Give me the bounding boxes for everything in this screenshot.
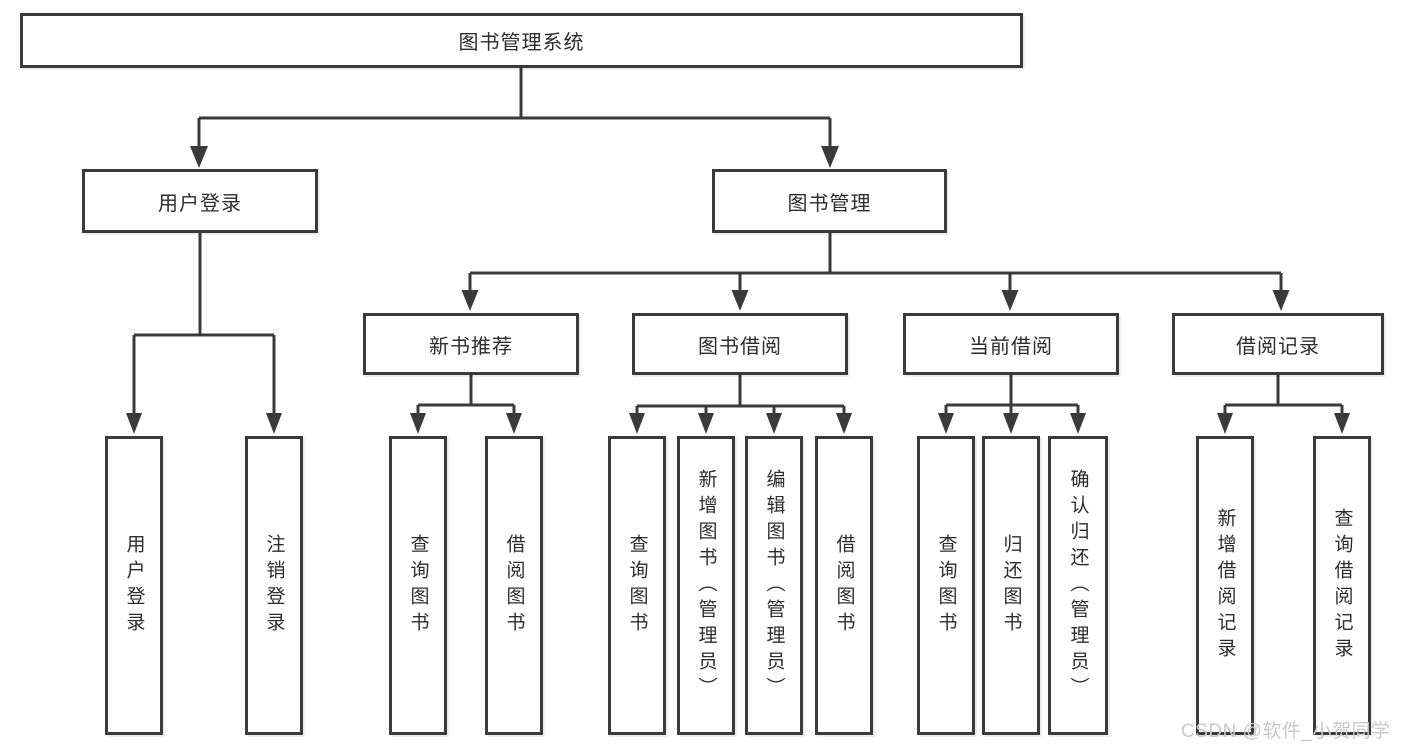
arrow-down-icon xyxy=(698,413,714,434)
leaf-label: 查询借阅记录 xyxy=(1331,507,1353,664)
leaf-label: 注销登录 xyxy=(263,533,285,638)
arrow-down-icon xyxy=(126,413,142,434)
node-label: 新书推荐 xyxy=(429,335,513,358)
arrow-down-icon xyxy=(1070,413,1086,434)
leaf-bb-borrow-books: 借阅图书 xyxy=(815,436,873,735)
arrow-down-icon xyxy=(1334,413,1350,434)
node-label: 图书管理 xyxy=(787,192,872,215)
leaf-cb-confirm-return-admin: 确认归还（管理员） xyxy=(1048,436,1108,735)
node-user-login: 用户登录 xyxy=(82,169,318,233)
arrow-down-icon xyxy=(1001,290,1019,311)
node-new-book-recommendation: 新书推荐 xyxy=(363,313,579,375)
leaf-logout: 注销登录 xyxy=(245,436,303,735)
node-label: 图书管理系统 xyxy=(458,32,585,54)
node-label: 用户登录 xyxy=(158,192,242,215)
leaf-label: 新增图书（管理员） xyxy=(695,468,717,703)
node-label: 图书借阅 xyxy=(698,335,782,358)
arrow-down-icon xyxy=(731,290,749,311)
leaf-br-query-record: 查询借阅记录 xyxy=(1313,436,1371,735)
arrow-down-icon xyxy=(1003,413,1019,434)
arrow-down-icon xyxy=(938,413,954,434)
csdn-watermark: CSDN @软件_小贺同学 xyxy=(1181,721,1391,742)
node-borrowing-records: 借阅记录 xyxy=(1172,313,1384,375)
leaf-bb-edit-books-admin: 编辑图书（管理员） xyxy=(745,436,803,735)
leaf-label: 新增借阅记录 xyxy=(1214,507,1236,664)
leaf-nbr-query-books: 查询图书 xyxy=(389,436,447,735)
arrow-down-icon xyxy=(629,413,645,434)
leaf-label: 归还图书 xyxy=(1000,533,1022,638)
leaf-user-login: 用户登录 xyxy=(105,436,163,735)
leaf-label: 查询图书 xyxy=(626,533,648,638)
leaf-br-add-record: 新增借阅记录 xyxy=(1196,436,1254,735)
arrow-down-icon xyxy=(1272,290,1290,311)
node-label: 当前借阅 xyxy=(969,335,1053,358)
arrow-down-icon xyxy=(461,290,479,311)
leaf-cb-query-books: 查询图书 xyxy=(917,436,975,735)
leaf-label: 查询图书 xyxy=(407,533,429,638)
leaf-label: 借阅图书 xyxy=(503,533,525,638)
leaf-label: 确认归还（管理员） xyxy=(1067,468,1089,703)
arrow-down-icon xyxy=(190,146,208,168)
leaf-label: 查询图书 xyxy=(935,533,957,638)
arrow-down-icon xyxy=(766,413,782,434)
node-current-borrowing: 当前借阅 xyxy=(903,313,1119,375)
node-book-management: 图书管理 xyxy=(712,169,947,233)
node-label: 借阅记录 xyxy=(1236,335,1320,358)
leaf-cb-return-books: 归还图书 xyxy=(982,436,1040,735)
arrow-down-icon xyxy=(410,413,426,434)
arrow-down-icon xyxy=(1217,413,1233,434)
node-book-borrowing: 图书借阅 xyxy=(632,313,848,375)
arrow-down-icon xyxy=(821,146,839,168)
arrow-down-icon xyxy=(836,413,852,434)
leaf-label: 编辑图书（管理员） xyxy=(763,468,785,703)
leaf-label: 借阅图书 xyxy=(833,533,855,638)
node-library-management-system: 图书管理系统 xyxy=(20,13,1023,68)
leaf-bb-query-books: 查询图书 xyxy=(608,436,666,735)
arrow-down-icon xyxy=(266,413,282,434)
leaf-label: 用户登录 xyxy=(123,533,145,638)
leaf-nbr-borrow-books: 借阅图书 xyxy=(485,436,543,735)
leaf-bb-add-books-admin: 新增图书（管理员） xyxy=(677,436,735,735)
arrow-down-icon xyxy=(506,413,522,434)
